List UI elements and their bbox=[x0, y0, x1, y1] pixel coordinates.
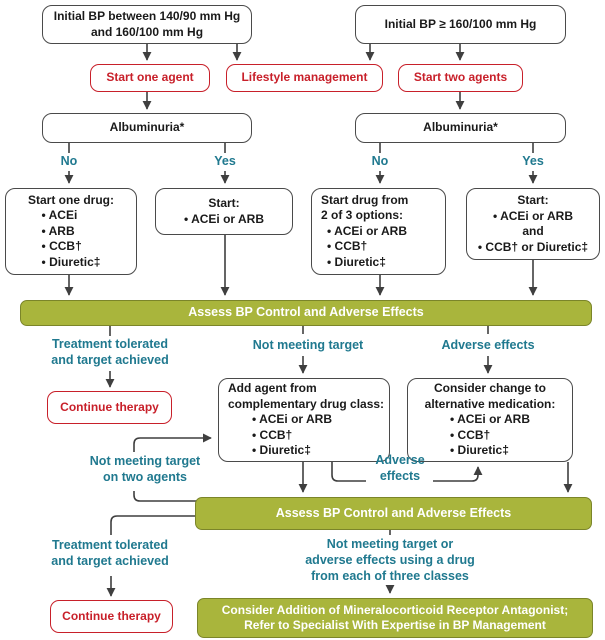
node-text: Albuminuria* bbox=[109, 120, 185, 135]
node-continue-therapy-2: Continue therapy bbox=[50, 600, 173, 633]
node-text: Start two agents bbox=[413, 70, 508, 85]
node-assess-bp-2: Assess BP Control and Adverse Effects bbox=[195, 497, 592, 530]
node-initial-bp-moderate: Initial BP between 140/90 mm Hg and 160/… bbox=[42, 5, 252, 44]
elbow-two-agents-up bbox=[133, 433, 212, 452]
node-text: Assess BP Control and Adverse Effects bbox=[275, 505, 512, 520]
elbow-assess2-tolerated bbox=[110, 515, 197, 535]
label-no-right: No bbox=[371, 154, 389, 168]
node-text: Consider Addition of Mineralocorticoid R… bbox=[221, 602, 569, 617]
label-treatment-tolerated-2: Treatment tolerated and target achieved bbox=[51, 538, 169, 568]
label-yes-right: Yes bbox=[522, 154, 544, 168]
node-text: Initial BP between 140/90 mm Hg bbox=[53, 9, 241, 23]
node-consider-change: Consider change to alternative medicatio… bbox=[407, 378, 573, 462]
label-not-meeting-three-classes: Not meeting target or adverse effects us… bbox=[305, 537, 475, 583]
node-start-one-drug: Start one drug: • ACEi • ARB • CCB† • Di… bbox=[5, 188, 137, 275]
node-text: Refer to Specialist With Expertise in BP… bbox=[244, 618, 546, 632]
elbow-two-agents-down bbox=[133, 491, 197, 502]
node-text: Albuminuria* bbox=[423, 120, 498, 135]
label-adverse-effects-2: Adverse effects bbox=[375, 453, 425, 483]
bullet-list: • ACEi or ARB bbox=[493, 208, 573, 223]
node-start-two-agents: Start two agents bbox=[398, 64, 523, 92]
node-title: Start one drug: bbox=[28, 192, 114, 207]
node-start-2of3: Start drug from 2 of 3 options: • ACEi o… bbox=[311, 188, 446, 275]
bullet-list: • ACEi or ARB bbox=[184, 211, 264, 226]
node-text: Initial BP ≥ 160/100 mm Hg bbox=[384, 16, 537, 31]
node-text: Start one agent bbox=[106, 70, 194, 85]
node-start-acei-or-arb: Start: • ACEi or ARB bbox=[155, 188, 293, 235]
node-text: Lifestyle management bbox=[241, 70, 368, 85]
node-text: Assess BP Control and Adverse Effects bbox=[188, 305, 424, 320]
node-title: Consider change to bbox=[433, 381, 546, 396]
bullet-list: • ACEi • ARB • CCB† • Diuretic‡ bbox=[41, 208, 101, 269]
label-treatment-tolerated-1: Treatment tolerated and target achieved bbox=[51, 337, 169, 367]
label-not-meeting-target: Not meeting target bbox=[252, 338, 364, 352]
node-initial-bp-high: Initial BP ≥ 160/100 mm Hg bbox=[355, 5, 566, 44]
node-lifestyle-management: Lifestyle management bbox=[226, 64, 383, 92]
node-continue-therapy-1: Continue therapy bbox=[47, 391, 172, 424]
label-no-left: No bbox=[60, 154, 78, 168]
node-title: 2 of 3 options: bbox=[321, 208, 403, 223]
bullet-list: • ACEi or ARB • CCB† • Diuretic‡ bbox=[252, 412, 332, 458]
node-specialist-referral: Consider Addition of Mineralocorticoid R… bbox=[197, 598, 593, 638]
node-start-one-agent: Start one agent bbox=[90, 64, 210, 92]
node-title: complementary drug class: bbox=[228, 396, 385, 411]
label-not-meeting-two-agents: Not meeting target on two agents bbox=[89, 454, 201, 484]
node-add-agent: Add agent from complementary drug class:… bbox=[218, 378, 390, 462]
bullet-list: • ACEi or ARB • CCB† • Diuretic‡ bbox=[327, 223, 407, 269]
node-title: alternative medication: bbox=[424, 396, 556, 411]
label-adverse-effects-1: Adverse effects bbox=[441, 338, 535, 352]
node-text: and 160/100 mm Hg bbox=[90, 24, 204, 39]
elbow-adverse-left bbox=[331, 462, 366, 482]
node-assess-bp-1: Assess BP Control and Adverse Effects bbox=[20, 300, 592, 326]
label-yes-left: Yes bbox=[214, 154, 236, 168]
node-text: Continue therapy bbox=[60, 399, 159, 414]
elbow-adverse-right bbox=[433, 466, 483, 482]
node-title: Add agent from bbox=[228, 381, 317, 396]
node-title: Start: bbox=[208, 196, 240, 210]
node-albuminuria-right: Albuminuria* bbox=[355, 113, 566, 143]
bullet-list: • ACEi or ARB • CCB† • Diuretic‡ bbox=[450, 412, 530, 458]
node-title: Start: bbox=[517, 193, 549, 207]
node-albuminuria-left: Albuminuria* bbox=[42, 113, 252, 143]
node-start-two-drugs: Start: • ACEi or ARB and • CCB† or Diure… bbox=[466, 188, 600, 260]
node-title: Start drug from bbox=[321, 192, 409, 207]
node-text: Continue therapy bbox=[62, 608, 161, 623]
